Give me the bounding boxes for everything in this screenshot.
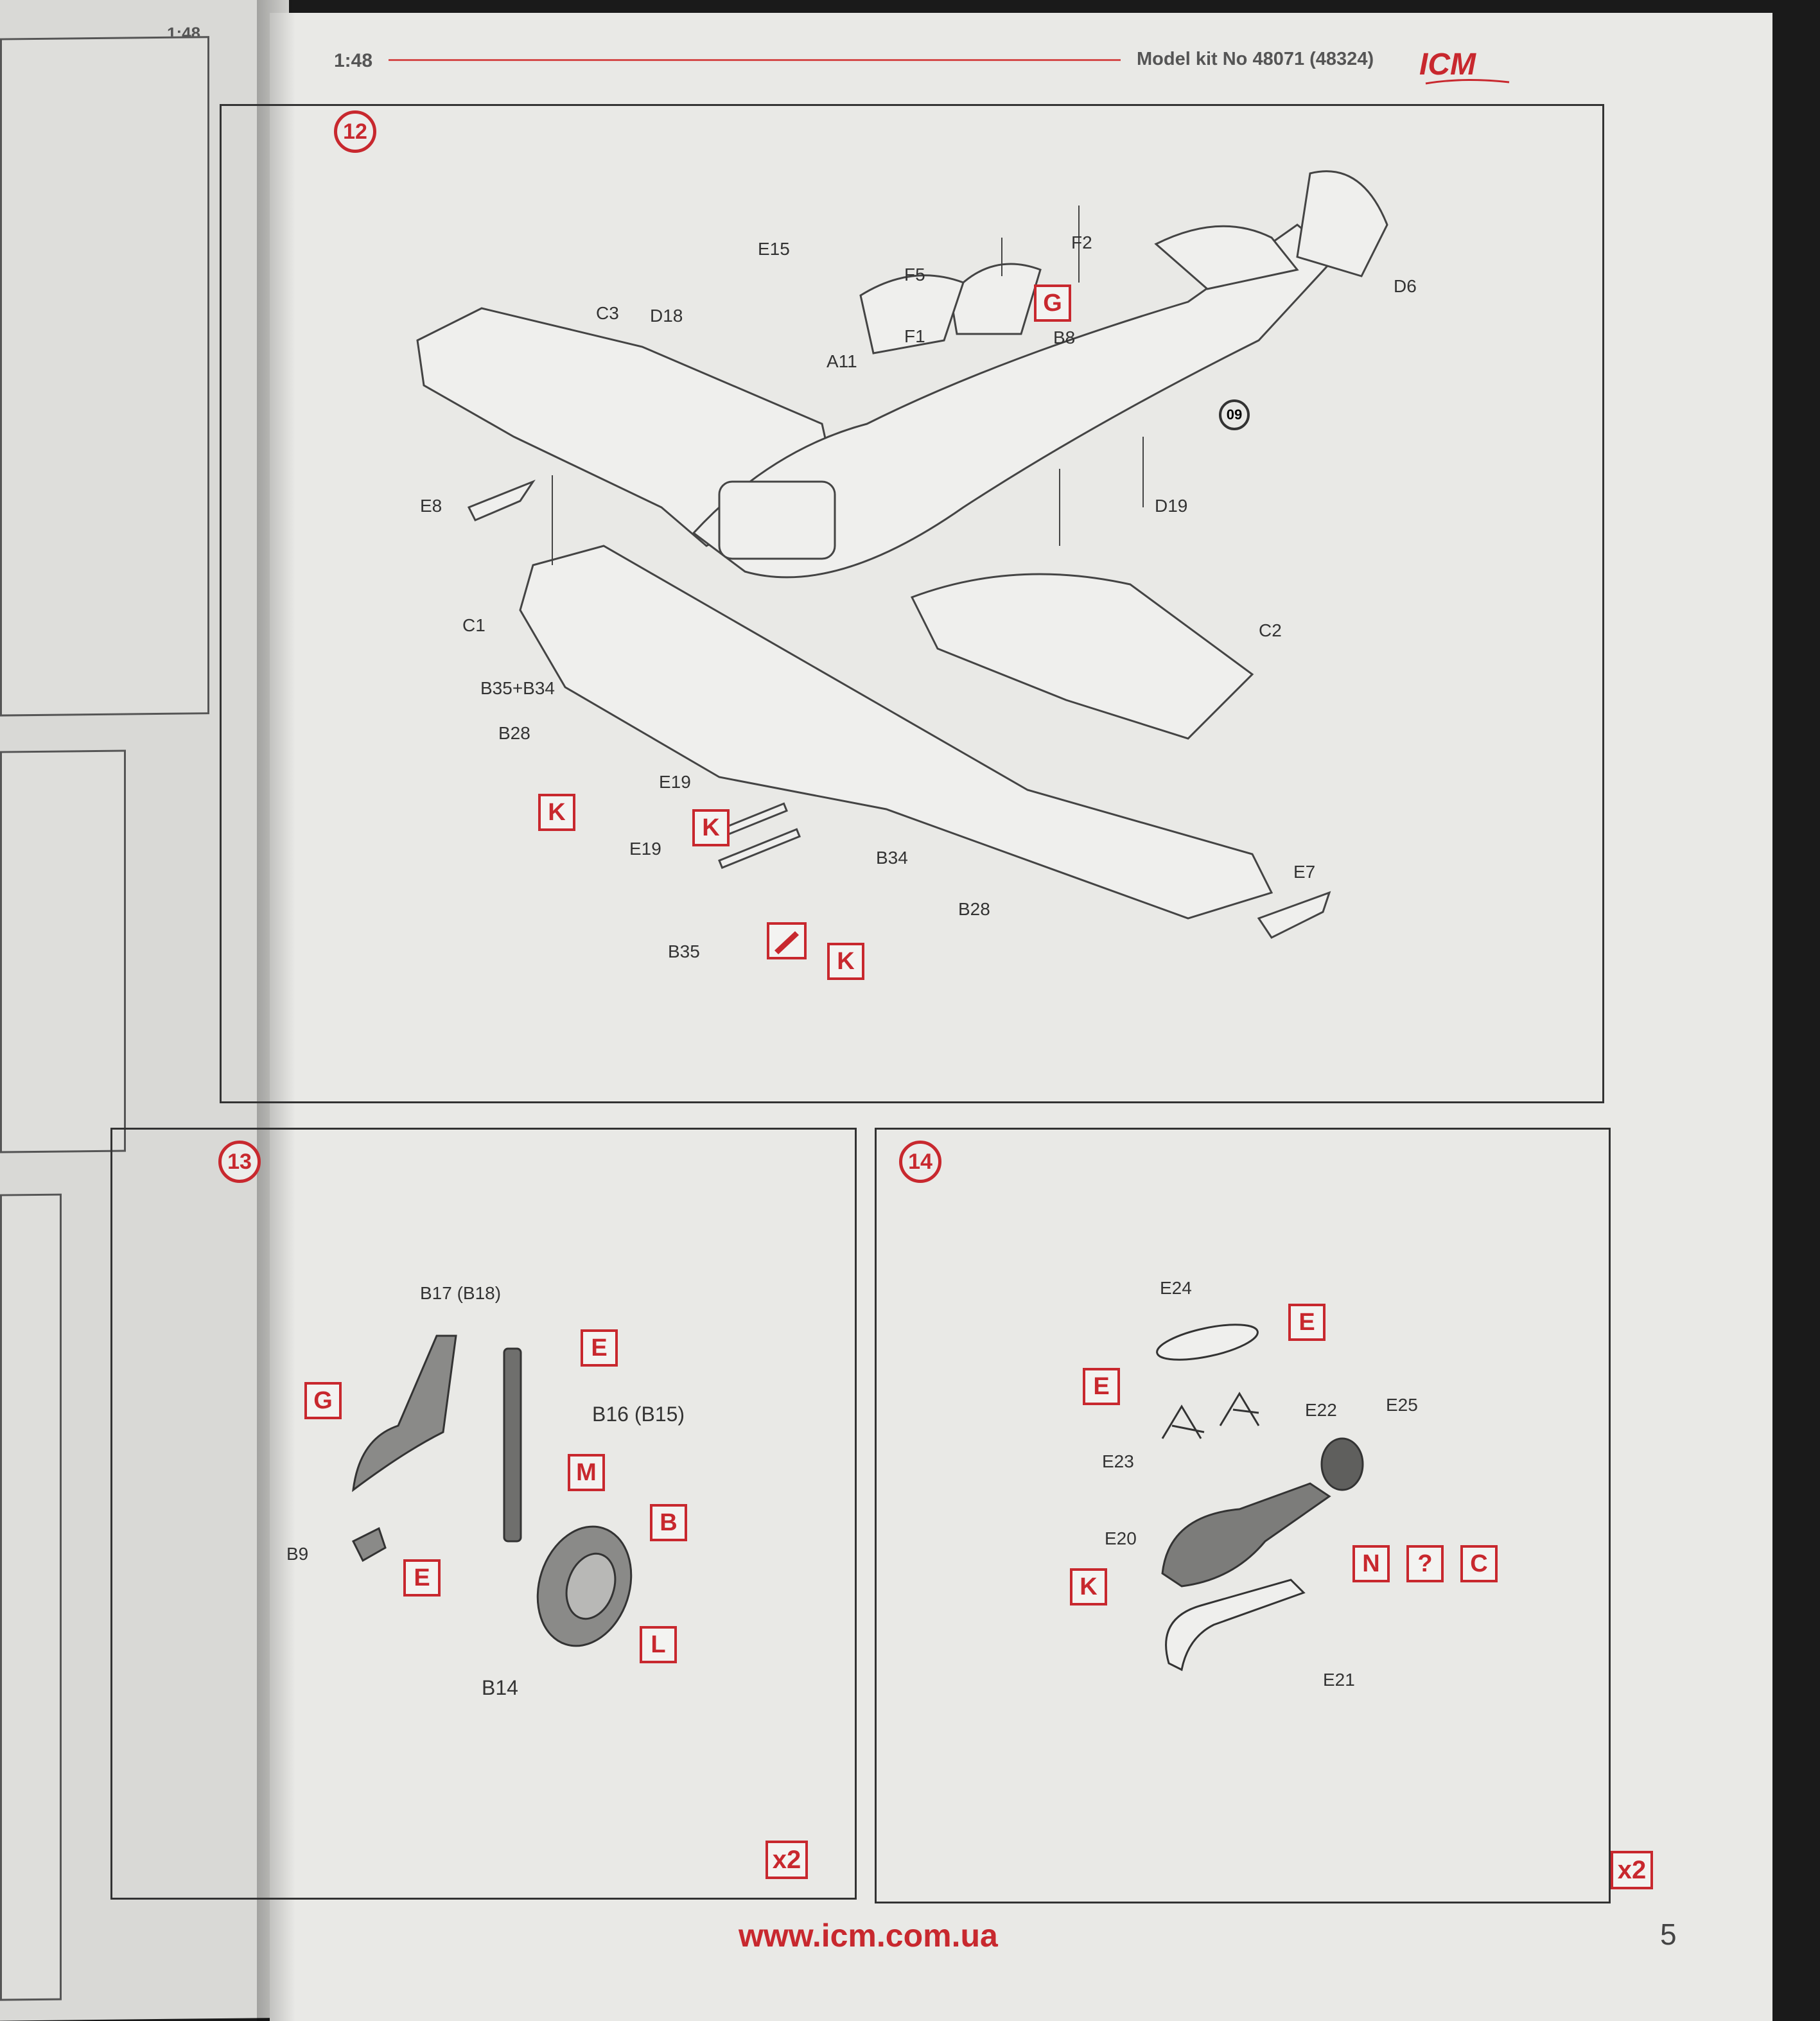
strut-e22 [1219,1392,1260,1426]
label-b34: B34 [876,848,908,868]
model-kit-number: Model kit No 48071 (48324) [1137,49,1374,69]
step-13-badge: 13 [218,1141,261,1183]
step-13-multiplier: x2 [766,1841,808,1879]
step-14-multiplier: x2 [1611,1851,1653,1889]
label-f1: F1 [904,326,925,346]
code-question: ? [1406,1545,1444,1582]
label-b14: B14 [482,1676,518,1699]
label-e23: E23 [1102,1451,1134,1471]
step-14-panel [875,1128,1611,1903]
code-l: L [640,1626,677,1663]
code-k-left: K [538,794,575,831]
code-e-left: E [1083,1368,1120,1405]
code-k-bottom: K [827,943,864,980]
label-b35: B35 [668,941,700,961]
label-b17: B17 (B18) [420,1283,502,1303]
label-e25: E25 [1386,1395,1418,1415]
label-a11: A11 [827,351,857,371]
label-e20: E20 [1105,1528,1137,1548]
code-c: C [1460,1545,1498,1582]
left-page-panel-3 [0,1193,62,2001]
wing-upper-right [910,573,1254,740]
step-13-panel [110,1128,857,1900]
label-d6: D6 [1394,276,1417,296]
header-scale: 1:48 [334,50,373,71]
label-b16: B16 (B15) [592,1403,685,1426]
label-b35-b34: B35+B34 [480,678,555,698]
part-e24 [1156,1324,1259,1361]
code-k: K [1070,1568,1107,1605]
spine-shadow [257,0,295,2021]
label-b8: B8 [1053,328,1076,347]
label-e24: E24 [1160,1278,1192,1298]
step-14-drop-tank-drawing [1156,1324,1364,1672]
strut-e23 [1161,1404,1205,1439]
step-12-badge: 12 [334,110,376,153]
wing-lower [519,545,1273,920]
logo-lettering: ICM [1419,48,1476,82]
tailplane [1154,225,1299,290]
header-rule [389,59,1121,61]
label-e8: E8 [420,496,442,516]
code-e-top: E [581,1329,618,1367]
gear-leg [503,1347,522,1543]
label-d18: D18 [650,306,683,326]
link-b9 [351,1527,387,1562]
part-e8 [467,479,536,521]
page-number: 5 [1660,1918,1677,1951]
label-c3: C3 [596,303,619,323]
footer-url-link[interactable]: www.icm.com.ua [739,1918,998,1954]
label-e19-upper: E19 [659,772,691,792]
code-g: G [304,1382,342,1419]
label-b28-left: B28 [498,723,530,743]
paint-marker-icon [767,922,807,959]
step-12-aircraft-drawing [416,170,1388,939]
left-page-panel-1 [0,36,209,717]
label-c1: C1 [462,615,486,635]
cannon-right [718,828,801,870]
code-b: B [650,1504,687,1541]
label-e19-lower: E19 [629,839,661,859]
code-e-bottom: E [403,1559,441,1597]
label-b28-right: B28 [958,899,990,919]
code-e-right: E [1288,1304,1326,1341]
label-e15: E15 [758,239,790,259]
label-c2: C2 [1259,620,1282,640]
ref-09: 09 [1219,399,1250,430]
radiator-e7 [1257,891,1331,939]
part-e25 [1320,1437,1364,1491]
step-14-badge: 14 [899,1141,941,1183]
code-m: M [568,1454,605,1491]
canopy [949,263,1042,335]
label-e21: E21 [1323,1670,1355,1690]
cowling [859,274,965,354]
part-e21 [1165,1579,1306,1672]
gear-door [352,1334,457,1492]
label-f5: F5 [904,265,925,284]
code-n: N [1352,1545,1390,1582]
left-page-panel-2 [0,749,126,1153]
part-e20 [1161,1482,1331,1588]
label-e22: E22 [1305,1400,1337,1420]
label-f2: F2 [1071,232,1092,252]
code-k-middle: K [692,809,730,846]
tail-fin [1296,170,1388,277]
label-b9: B9 [286,1544,309,1564]
code-g: G [1034,284,1071,322]
engine-block [718,480,836,560]
icm-logo: ICM [1413,44,1516,95]
label-e7: E7 [1293,862,1316,882]
step-13-landing-gear-drawing [351,1334,633,1647]
label-d19: D19 [1155,496,1188,516]
step-12-panel [220,104,1604,1103]
